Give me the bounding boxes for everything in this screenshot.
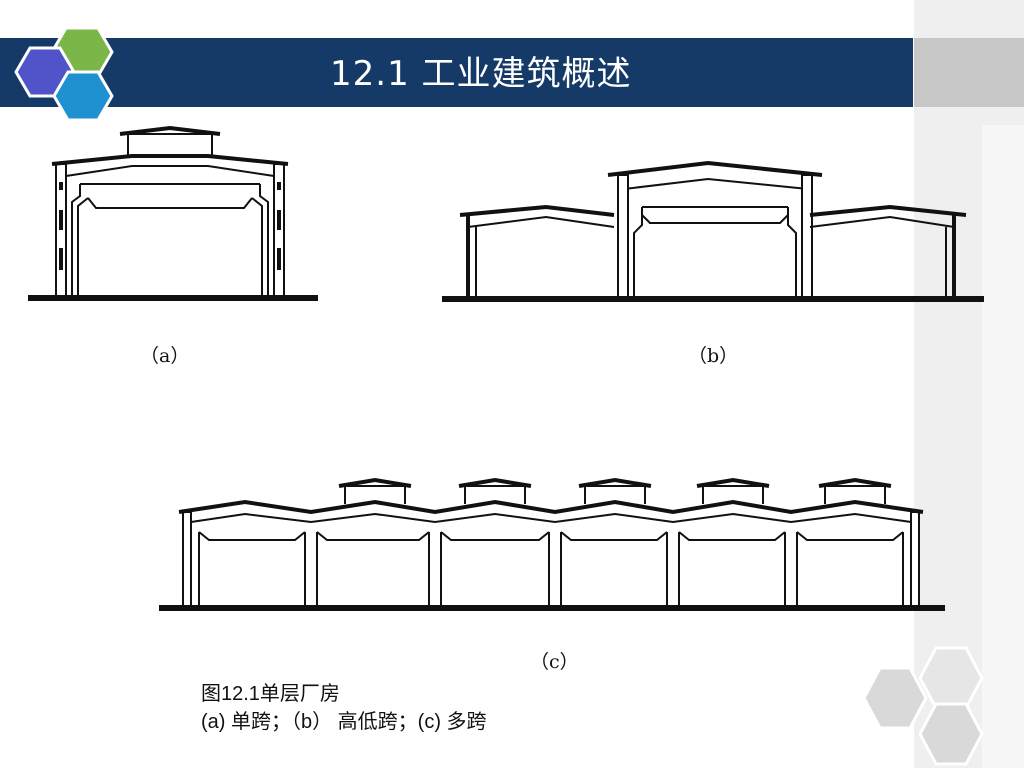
title-bar-side — [914, 38, 1024, 107]
decorative-hexagons-icon — [862, 646, 984, 766]
figure-b-label: （b） — [688, 345, 739, 367]
logo-hex-blue — [52, 70, 114, 122]
figure-a-label: （a） — [140, 345, 190, 367]
figure-a-single-span — [28, 125, 318, 301]
figure-caption: 图12.1单层厂房 (a) 单跨；（b） 高低跨；(c) 多跨 — [201, 680, 621, 736]
hexagon-logo-icon — [14, 26, 114, 122]
figure-c-label: （c） — [530, 651, 579, 673]
side-panel-light — [982, 125, 1024, 768]
caption-line-1: 图12.1单层厂房 — [201, 683, 340, 705]
title-bar — [0, 38, 913, 107]
caption-line-2: (a) 单跨；（b） 高低跨；(c) 多跨 — [201, 711, 487, 733]
figure-c-multi-span — [159, 477, 945, 611]
figure-b-high-low-span — [442, 160, 984, 302]
slide-title: 12.1 工业建筑概述 — [330, 54, 632, 94]
